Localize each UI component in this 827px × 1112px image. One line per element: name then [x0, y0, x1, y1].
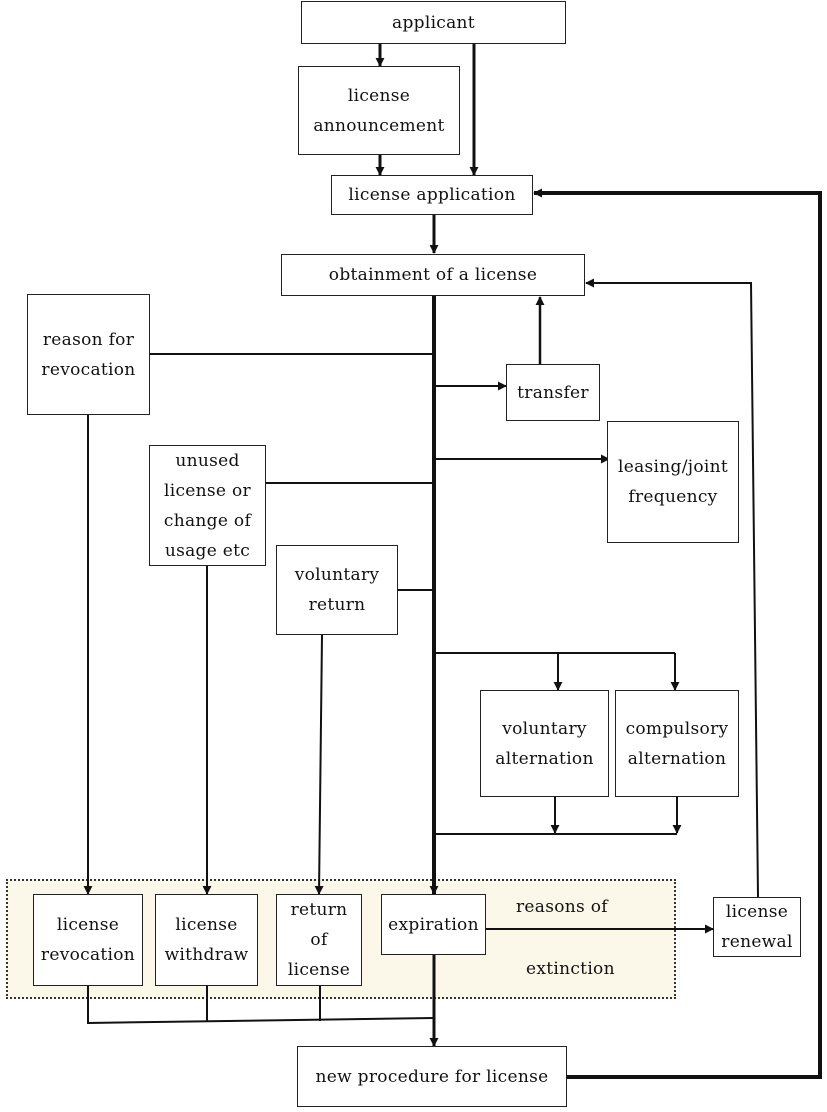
return-of-license-box: return of license	[276, 894, 362, 986]
arrow-new-procedure-to-application	[533, 188, 822, 1079]
leasing-joint-frequency-box: leasing/joint frequency	[607, 421, 739, 543]
arrow-voluntary-return-to-return	[314, 634, 324, 895]
applicant-box: applicant	[301, 1, 566, 44]
license-renewal-box: license renewal	[713, 897, 801, 957]
unused-license-box: unused license or change of usage etc	[149, 445, 266, 566]
zone-label-top: reasons of	[516, 897, 608, 917]
arrow-renewal-to-obtainment	[585, 278, 759, 898]
expiration-box: expiration	[381, 894, 486, 955]
transfer-box: transfer	[506, 364, 600, 421]
line-collector	[87, 1017, 435, 1024]
license-announcement-box: license announcement	[298, 66, 460, 155]
obtainment-box: obtainment of a license	[281, 254, 585, 296]
reason-for-revocation-box: reason for revocation	[27, 294, 150, 415]
voluntary-alternation-box: voluntary alternation	[480, 690, 609, 797]
new-procedure-box: new procedure for license	[297, 1046, 567, 1107]
license-application-box: license application	[331, 175, 533, 215]
license-revocation-box: license revocation	[33, 894, 143, 986]
zone-label-bottom: extinction	[526, 959, 615, 979]
compulsory-alternation-box: compulsory alternation	[615, 690, 739, 797]
license-withdraw-box: license withdraw	[155, 894, 258, 986]
voluntary-return-box: voluntary return	[276, 545, 398, 635]
